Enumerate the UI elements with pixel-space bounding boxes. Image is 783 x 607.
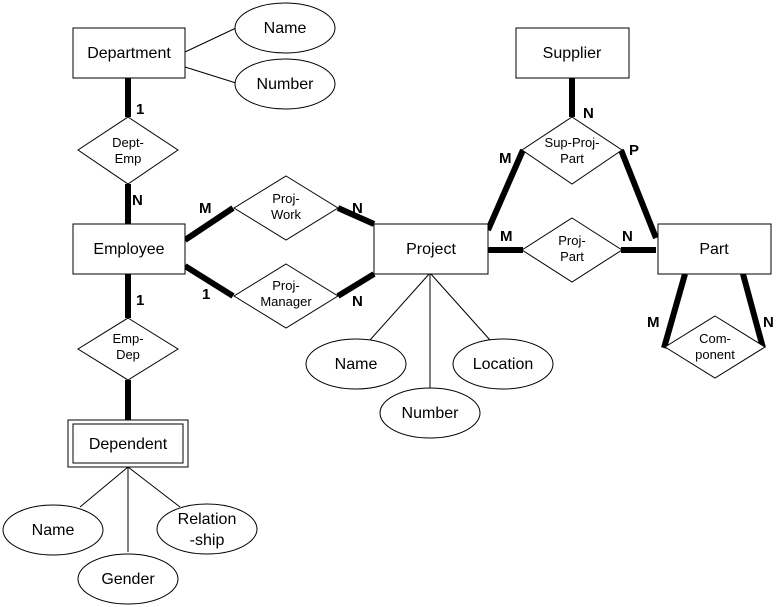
relationship-sup-proj-part-line1: Sup-Proj- <box>545 135 600 150</box>
attribute-dependent-gender: Gender <box>77 553 179 605</box>
cardinality-proj-work-project: N <box>352 200 363 217</box>
attribute-department-name-label: Name <box>264 20 307 37</box>
attribute-dependent-gender-label: Gender <box>101 571 155 588</box>
thick-connectors <box>125 78 766 420</box>
cardinality-sup-proj-part-project: M <box>499 150 512 167</box>
attribute-project-location-label: Location <box>473 356 534 373</box>
attribute-project-name: Name <box>305 338 407 390</box>
relationship-sup-proj-part: Sup-Proj- Part <box>521 116 623 185</box>
relationship-proj-work-line2: Work <box>271 207 302 222</box>
attribute-department-number-label: Number <box>257 76 315 93</box>
relationship-component-line2: ponent <box>695 347 735 362</box>
relationship-dept-emp-line1: Dept- <box>112 135 144 150</box>
cardinality-emp-dep-employee: 1 <box>136 292 144 309</box>
entity-department-label: Department <box>87 45 171 62</box>
entity-supplier-label: Supplier <box>543 45 602 62</box>
relationship-proj-part-line2: Part <box>560 249 584 264</box>
attribute-project-location: Location <box>452 338 554 390</box>
relationship-proj-part-line1: Proj- <box>558 233 585 248</box>
attribute-dependent-relationship-line2: -ship <box>190 532 225 549</box>
relationship-proj-work: Proj- Work <box>233 175 339 241</box>
relationship-emp-dep-line2: Dep <box>116 347 140 362</box>
entity-employee-label: Employee <box>93 241 164 258</box>
cardinality-proj-manager-project: N <box>352 293 363 310</box>
thin-connectors <box>79 27 491 552</box>
attribute-department-number: Number <box>234 58 336 110</box>
cardinality-sup-proj-part-supplier: N <box>583 105 594 122</box>
entity-department: Department <box>72 27 186 79</box>
relationship-proj-manager: Proj- Manager <box>233 263 339 329</box>
entity-employee: Employee <box>72 223 186 275</box>
attribute-dependent-name-label: Name <box>32 522 75 539</box>
relationship-dept-emp: Dept- Emp <box>77 116 179 185</box>
relationship-dept-emp-line2: Emp <box>115 151 142 166</box>
attribute-project-number: Number <box>379 387 481 439</box>
relationship-proj-part: Proj- Part <box>521 217 623 283</box>
entity-part-label: Part <box>699 241 729 258</box>
attribute-project-name-label: Name <box>335 356 378 373</box>
entity-project-label: Project <box>406 241 456 258</box>
cardinality-proj-part-part: N <box>622 228 633 245</box>
attribute-dependent-name: Name <box>2 504 104 556</box>
attribute-dependent-relationship: Relation -ship <box>156 503 258 555</box>
relationship-proj-work-line1: Proj- <box>272 191 299 206</box>
cardinality-sup-proj-part-part: P <box>629 142 639 159</box>
entity-dependent-label: Dependent <box>89 436 168 453</box>
cardinality-component-left: M <box>647 314 660 331</box>
relationship-component-line1: Com- <box>699 331 731 346</box>
relationship-proj-manager-line2: Manager <box>260 294 312 309</box>
relationship-component: Com- ponent <box>664 315 766 379</box>
entity-project: Project <box>373 223 489 275</box>
attribute-dependent-relationship-line1: Relation <box>178 511 237 528</box>
attribute-department-name: Name <box>234 2 336 54</box>
relationship-emp-dep: Emp- Dep <box>77 317 179 381</box>
cardinality-proj-work-employee: M <box>199 200 212 217</box>
cardinality-proj-manager-employee: 1 <box>202 286 210 303</box>
cardinality-dept-emp-department: 1 <box>136 101 144 118</box>
entity-part: Part <box>657 223 772 275</box>
relationship-sup-proj-part-line2: Part <box>560 151 584 166</box>
relationship-emp-dep-line1: Emp- <box>112 331 143 346</box>
cardinality-proj-part-project: M <box>500 228 513 245</box>
entity-supplier: Supplier <box>515 27 630 79</box>
attribute-project-number-label: Number <box>402 405 460 422</box>
cardinality-dept-emp-employee: N <box>132 192 143 209</box>
entity-dependent-weak: Dependent <box>67 419 189 468</box>
cardinality-component-right: N <box>763 314 774 331</box>
cardinality-labels: 1 N M N 1 N 1 N M P M N M N <box>132 101 774 331</box>
relationship-proj-manager-line1: Proj- <box>272 278 299 293</box>
